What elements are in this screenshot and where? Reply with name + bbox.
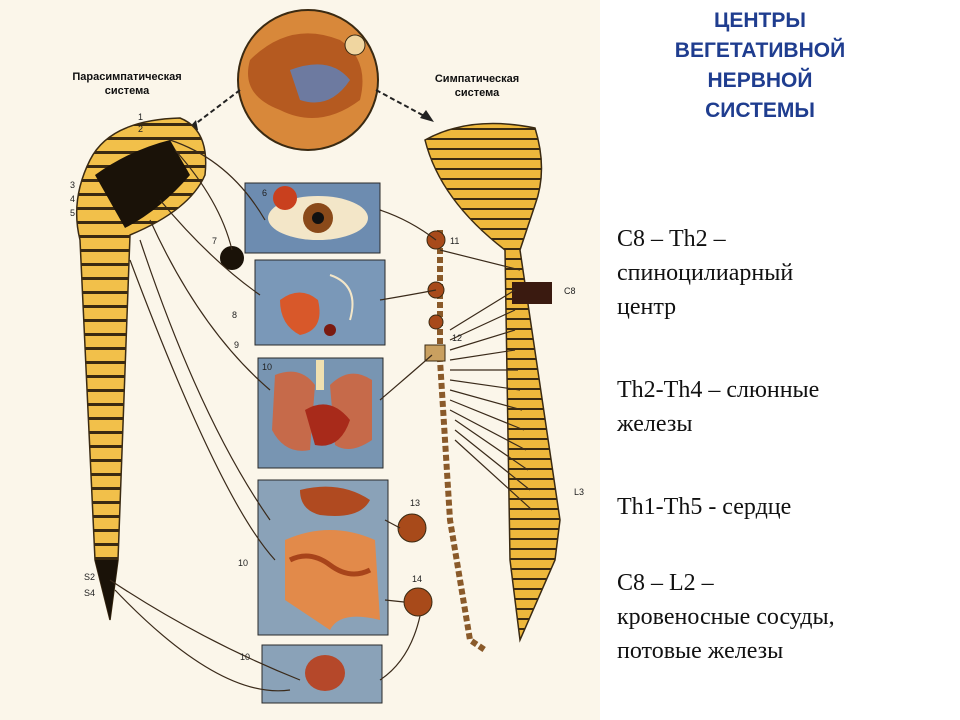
figure-number: 14 <box>412 574 423 584</box>
sympathetic-column <box>424 122 561 643</box>
slide-title-line: ВЕГЕТАТИВНОЙ <box>674 39 846 62</box>
slide-title: ЦЕНТРЫ ВЕГЕТАТИВНОЙ НЕРВНОЙ СИСТЕМЫ <box>600 6 920 126</box>
text-line: центр <box>617 294 677 320</box>
anatomy-drawing <box>75 9 561 704</box>
salivary-panel <box>254 259 386 346</box>
slide-title-line: НЕРВНОЙ <box>707 69 813 92</box>
sympathetic-label-line: система <box>454 87 500 99</box>
text-line: железы <box>617 411 693 437</box>
figure-number: 8 <box>232 310 238 320</box>
figure-number: 10 <box>240 652 251 662</box>
figure-number: 12 <box>452 333 463 343</box>
right-arrow <box>375 89 429 119</box>
brain-section <box>237 9 379 151</box>
figure-number: 2 <box>138 124 144 134</box>
text-line: потовые железы <box>617 638 784 664</box>
text-line: С8 – L2 – <box>617 570 714 596</box>
figure-number: 4 <box>70 194 76 204</box>
spine-label: C8 <box>564 286 576 296</box>
left-arrow <box>189 89 241 129</box>
figure-number: 10 <box>238 558 249 568</box>
parasympathetic-label-line: система <box>104 85 150 97</box>
bladder-panel <box>261 644 383 704</box>
figure-number: 10 <box>262 362 273 372</box>
sympathetic-label: Симпатическая система <box>412 72 542 100</box>
figure-number: 7 <box>212 236 218 246</box>
parasympathetic-label-line: Парасимпатическая <box>72 71 182 83</box>
text-line: С8 – Th2 – <box>617 226 726 252</box>
text-line: Th1-Th5 - сердце <box>617 494 792 520</box>
lungs-heart-panel <box>257 357 384 469</box>
stomach-intestine-panel <box>257 479 389 636</box>
nervous-system-illustration: Парасимпатическая система Симпатическая … <box>0 0 600 720</box>
salivary-glands-text: Th2-Th4 – слюнные железы <box>617 373 947 441</box>
text-line: спиноцилиарный <box>617 260 794 286</box>
figure-number: 6 <box>262 188 268 198</box>
ciliospinal-center-text: С8 – Th2 – спиноцилиарный центр <box>617 222 947 324</box>
spine-label: S4 <box>84 588 96 598</box>
eye-panel <box>244 182 381 254</box>
spine-label: L3 <box>574 487 585 497</box>
spine-label: S2 <box>84 572 96 582</box>
sympathetic-label-line: Симпатическая <box>434 73 520 85</box>
figure-number: 3 <box>70 180 76 190</box>
figure-number: 13 <box>410 498 421 508</box>
slide-title-line: СИСТЕМЫ <box>705 99 815 122</box>
figure-number: 5 <box>70 208 76 218</box>
text-line: кровеносные сосуды, <box>617 604 835 630</box>
heart-text: Th1-Th5 - сердце <box>617 490 947 524</box>
nerve-fibers <box>109 139 533 692</box>
parasympathetic-label: Парасимпатическая система <box>52 70 202 98</box>
figure-number: 11 <box>450 236 460 246</box>
parasympathetic-column <box>75 117 207 621</box>
figure-number: 1 <box>138 112 144 122</box>
figure-number: 9 <box>234 340 240 350</box>
vessels-sweat-glands-text: С8 – L2 – кровеносные сосуды, потовые же… <box>617 566 947 668</box>
slide-title-line: ЦЕНТРЫ <box>714 9 806 32</box>
text-line: Th2-Th4 – слюнные <box>617 377 820 403</box>
